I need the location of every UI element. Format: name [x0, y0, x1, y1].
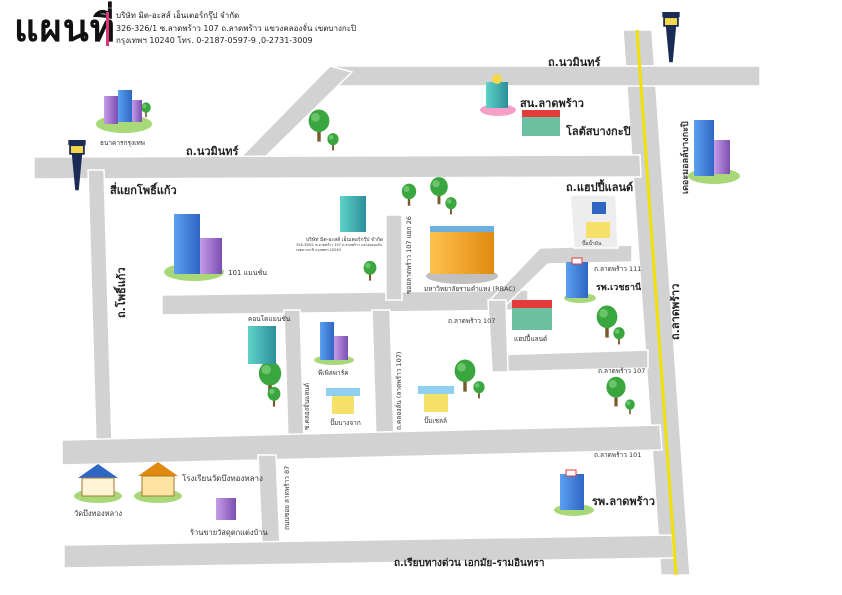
- tree-icon: [606, 376, 626, 407]
- road-vert-mid2: [371, 309, 395, 441]
- place-label-school: โรงเรียนวัดบึงทองหลาง: [182, 474, 263, 483]
- tree-icon: [401, 183, 417, 206]
- company-info: บริษัท มิต-อะสส์ เอ็นเตอร์กรุ๊ป จำกัด 32…: [116, 10, 356, 48]
- tree-icon: [613, 327, 625, 345]
- road-label-nawamin-left: ถ.นวมินทร์: [186, 145, 239, 158]
- tree-icon: [308, 109, 330, 142]
- road-vert-mid1: [283, 309, 305, 441]
- place-label-company: บริษัท มิต-อะสส์ เอ็นเตอร์กรุ๊ป จำกัด: [306, 237, 384, 243]
- hospital-vejthani: [564, 257, 596, 303]
- road-vert-rbac: [385, 214, 403, 301]
- road-label-101: ถ.ลาดพร้าว 101: [594, 451, 642, 459]
- road-101: [61, 424, 663, 466]
- road-label-sri-yaek: สี่แยกโพธิ์แก้ว: [110, 184, 177, 197]
- road-label-ladprao: ถ.ลาดพร้าว: [669, 283, 682, 340]
- building-store: [512, 300, 552, 330]
- road-label-nawamin-top: ถ.นวมินทร์: [548, 56, 601, 69]
- company-address-2: กรุงเทพฯ 10240 โทร. 0-2187-0597-9 ,0-273…: [116, 36, 313, 45]
- place-label-vejthani: รพ.เวชธานี: [596, 283, 642, 293]
- road-label-small-vertical: ซ.คลองจั่นแลนด์: [303, 383, 311, 430]
- tree-icon: [267, 386, 281, 407]
- road-label-87: ถนนซอย ลาดพร้าว 87: [283, 465, 291, 530]
- building-shop: [216, 498, 236, 520]
- company-name: บริษัท มิต-อะสส์ เอ็นเตอร์กรุ๊ป จำกัด: [116, 11, 240, 20]
- tree-icon: [625, 399, 635, 415]
- hospital-ladprao: [554, 469, 594, 516]
- place-label-gas-top-right: ปั๊มน้ำมัน: [582, 241, 602, 247]
- place-label-shop: ร้านขายวัสดุตกแต่งบ้าน: [190, 528, 268, 537]
- building-lotus: [522, 110, 560, 136]
- road-label-pokaew: ถ.โพธิ์แก้ว: [115, 267, 128, 318]
- building-post-office: [480, 74, 516, 116]
- road-expressway: [63, 534, 675, 569]
- road-nawamin-diag: [236, 65, 354, 161]
- place-label-store: แฮปปี้แลนด์: [514, 335, 548, 343]
- place-label-the-mall: เดอะมอลล์บางกะปิ: [681, 121, 691, 194]
- place-label-company-address: 326-326/1 ซ.ลาดพร้าว 107 ถ.ลาดพร้าว แขวง…: [296, 243, 382, 252]
- building-101-mansion: [164, 214, 224, 281]
- tree-icon: [473, 381, 485, 399]
- place-label-post-office: สน.ลาดพร้าว: [520, 97, 584, 110]
- map-title: แผนที่: [14, 6, 116, 50]
- lamp-post-icon: [661, 12, 681, 64]
- place-label-temple: วัดบึงทองหลาง: [74, 509, 123, 518]
- ladprao-center-line: [635, 29, 678, 576]
- tree-icon: [445, 197, 457, 215]
- building-rbac: [426, 226, 498, 284]
- place-label-bangkok-bank: ธนาคารกรุงเทพ: [100, 139, 145, 147]
- place-label-hospital-ladprao: รพ.ลาดพร้าว: [592, 495, 655, 508]
- building-bangkok-bank: [96, 90, 152, 133]
- tree-icon: [141, 102, 151, 118]
- tree-icon: [327, 133, 339, 151]
- road-label-mid-vertical: ถ.คลองลั่น (ลาดพร้าว 107): [395, 351, 403, 430]
- title-divider: [106, 12, 109, 46]
- school-icon: [134, 462, 182, 503]
- tree-icon: [430, 177, 448, 205]
- place-label-gas2: ปั๊มเชลล์: [424, 417, 448, 425]
- building-gas-top-right: [586, 202, 610, 238]
- company-address-1: 326-326/1 ซ.ลาดพร้าว 107 ถ.ลาดพร้าว แขวง…: [116, 23, 357, 33]
- road-label-107-a: ถ.ลาดพร้าว 107: [448, 317, 496, 325]
- place-label-condo: คอนโดแมนชั่น: [248, 315, 291, 323]
- road-network: [33, 29, 761, 576]
- road-label-111: ถ.ลาดพร้าว 111: [594, 265, 642, 273]
- building-condo: [248, 326, 276, 364]
- place-label-101-mansion: 101 แมนชั่น: [228, 269, 268, 277]
- place-label-plaza: พีเพิลพาร์ค: [318, 369, 349, 377]
- place-label-rbac: มหาวิทยาลัยรามคำแหง (RBAC): [424, 285, 516, 293]
- gas-station-icon: [418, 386, 454, 412]
- road-nawamin-left: [33, 154, 642, 180]
- building-company: [340, 196, 366, 232]
- building-the-mall: [688, 120, 740, 184]
- road-pokaew: [87, 169, 113, 446]
- gas-station-icon: [326, 388, 360, 414]
- temple-icon: [74, 464, 122, 503]
- road-happyland-diag: [488, 244, 633, 306]
- road-vert-right: [487, 299, 509, 373]
- road-label-expressway: ถ.เรียบทางด่วน เอกมัย-รามอินทรา: [394, 558, 545, 569]
- road-label-soi-107-26: ซอยลาดพร้าว 107 แยก 26: [405, 216, 413, 294]
- tree-icon: [363, 260, 377, 281]
- place-label-lotus: โลตัสบางกะปิ: [566, 125, 631, 138]
- road-label-107-b: ถ.ลาดพร้าว 107: [598, 367, 646, 375]
- road-nawamin-top: [329, 65, 761, 87]
- place-label-gas1: ปั๊มบางจาก: [330, 419, 361, 427]
- tree-icon: [454, 359, 476, 392]
- building-plaza: [314, 322, 354, 365]
- road-label-happyland: ถ.แฮปปี้แลนด์: [566, 181, 634, 194]
